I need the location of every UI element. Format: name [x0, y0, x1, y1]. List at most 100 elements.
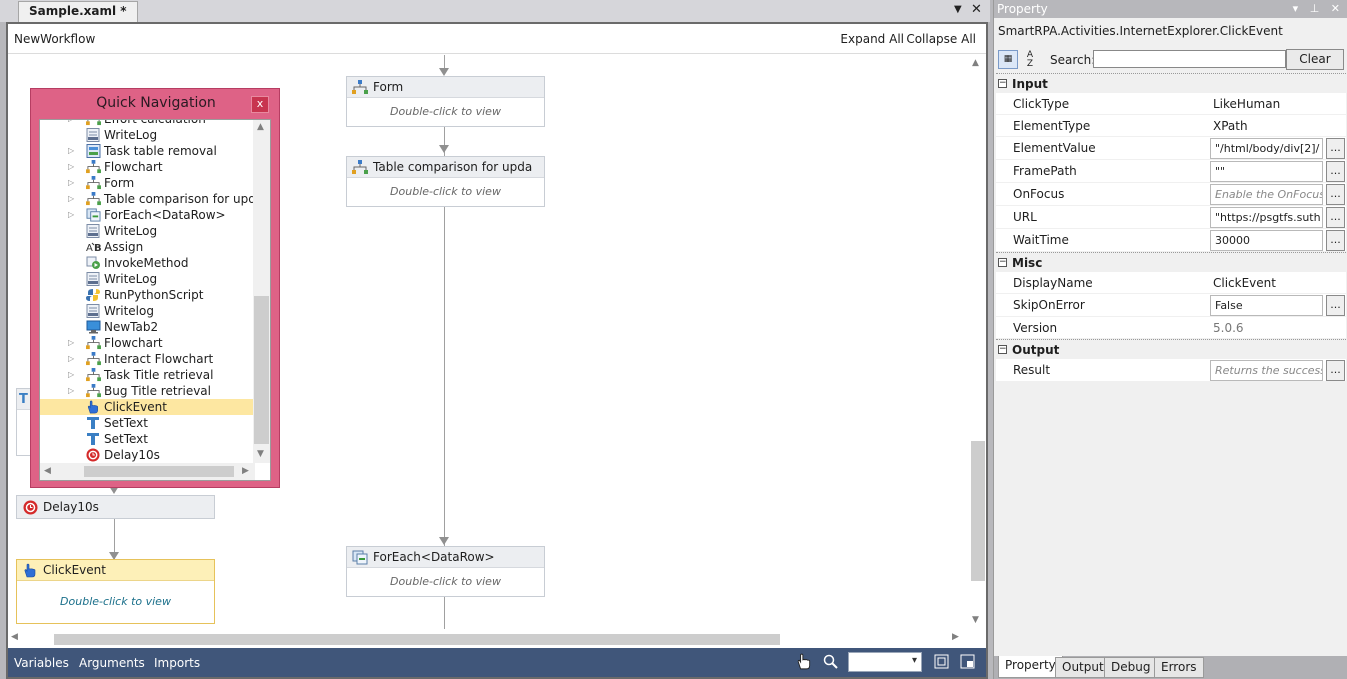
categorized-view-icon[interactable]: ▦ [998, 50, 1018, 69]
arguments-tab[interactable]: Arguments [79, 656, 145, 670]
category-output[interactable]: − Output [996, 339, 1346, 359]
expand-arrow-icon[interactable]: ▷ [68, 386, 75, 395]
quick-nav-item[interactable]: WriteLog [40, 127, 254, 143]
scroll-up-icon[interactable]: ▲ [972, 58, 979, 68]
canvas-horizontal-scrollbar[interactable]: ◀ ▶ [8, 629, 968, 646]
quick-nav-item[interactable]: InvokeMethod [40, 255, 254, 271]
prop-row-skiponerror[interactable]: SkipOnError False ... [996, 294, 1346, 317]
collapse-icon[interactable]: − [998, 344, 1007, 354]
category-misc[interactable]: − Misc [996, 252, 1346, 272]
prop-row-waittime[interactable]: WaitTime 30000 ... [996, 229, 1346, 252]
quick-nav-item[interactable]: ▷Flowchart [40, 159, 254, 175]
skip-on-error-ellipsis-button[interactable]: ... [1326, 295, 1345, 316]
activity-clickevent[interactable]: ClickEvent Double-click to view [16, 559, 215, 624]
quick-nav-item[interactable]: ▷Task Title retrieval [40, 367, 254, 383]
collapse-icon[interactable]: − [998, 78, 1007, 88]
clear-search-button[interactable]: Clear [1286, 49, 1344, 70]
expand-arrow-icon[interactable]: ▷ [68, 194, 75, 203]
activity-delay10s[interactable]: Delay10s [16, 495, 215, 519]
quick-nav-item[interactable]: Writelog [40, 303, 254, 319]
overview-map-icon[interactable] [960, 654, 975, 672]
element-value-ellipsis-button[interactable]: ... [1326, 138, 1345, 159]
property-search-input[interactable] [1093, 50, 1286, 68]
url-input[interactable]: "https://psgtfs.suth [1210, 207, 1323, 228]
quick-navigation-panel[interactable]: Quick Navigation x ▷Effort calculationWr… [30, 88, 280, 488]
prop-value[interactable]: XPath [1213, 119, 1248, 133]
quick-nav-item[interactable]: ▷Effort calculation [40, 120, 254, 127]
expand-arrow-icon[interactable]: ▷ [68, 146, 75, 155]
quick-navigation-horizontal-scrollbar[interactable]: ◀ ▶ [40, 463, 255, 480]
quick-nav-item[interactable]: SetText [40, 415, 254, 431]
expand-arrow-icon[interactable]: ▷ [68, 354, 75, 363]
prop-row-onfocus[interactable]: OnFocus Enable the OnFocus ... [996, 183, 1346, 206]
expand-arrow-icon[interactable]: ▷ [68, 120, 74, 127]
prop-value[interactable]: LikeHuman [1213, 97, 1281, 111]
quick-nav-item[interactable]: ▷ForEach<DataRow> [40, 207, 254, 223]
designer-canvas[interactable]: T Form Double-click to view [8, 55, 986, 629]
activity-form[interactable]: Form Double-click to view [346, 76, 545, 127]
prop-row-result[interactable]: Result Returns the success ... [996, 359, 1346, 382]
panel-window-controls[interactable]: ▾ ⊥ ✕ [1292, 2, 1344, 15]
quick-nav-item[interactable]: SetText [40, 431, 254, 447]
zoom-level-select[interactable]: ▾ [848, 652, 922, 672]
result-ellipsis-button[interactable]: ... [1326, 360, 1345, 381]
quick-nav-item[interactable]: ▷Bug Title retrieval [40, 383, 254, 399]
quick-nav-item[interactable]: ▷Flowchart [40, 335, 254, 351]
category-input[interactable]: − Input [996, 73, 1346, 93]
scroll-down-icon[interactable]: ▼ [257, 449, 264, 459]
scroll-left-icon[interactable]: ◀ [11, 632, 18, 642]
imports-tab[interactable]: Imports [154, 656, 201, 670]
scroll-right-icon[interactable]: ▶ [242, 466, 249, 476]
collapse-all-button[interactable]: Collapse All [906, 32, 976, 46]
fit-to-screen-icon[interactable] [934, 654, 949, 672]
expand-arrow-icon[interactable]: ▷ [68, 338, 75, 347]
quick-nav-item[interactable]: WriteLog [40, 223, 254, 239]
prop-row-framepath[interactable]: FramePath "" ... [996, 160, 1346, 183]
quick-navigation-close-button[interactable]: x [251, 96, 269, 113]
variables-tab[interactable]: Variables [14, 656, 69, 670]
wait-time-input[interactable]: 30000 [1210, 230, 1323, 251]
canvas-vertical-scroll-thumb[interactable] [971, 441, 985, 581]
workflow-breadcrumb[interactable]: NewWorkflow [14, 32, 96, 46]
quick-nav-item[interactable]: NewTab2 [40, 319, 254, 335]
quick-navigation-hscroll-thumb[interactable] [84, 466, 234, 477]
tab-property[interactable]: Property [998, 656, 1063, 678]
prop-row-url[interactable]: URL "https://psgtfs.suth ... [996, 206, 1346, 229]
url-ellipsis-button[interactable]: ... [1326, 207, 1345, 228]
quick-nav-item[interactable]: RunPythonScript [40, 287, 254, 303]
quick-nav-item[interactable]: ClickEvent [40, 399, 254, 415]
element-value-input[interactable]: "/html/body/div[2]/ [1210, 138, 1323, 159]
expand-arrow-icon[interactable]: ▷ [68, 162, 75, 171]
zoom-magnifier-icon[interactable] [823, 654, 838, 672]
scroll-right-icon[interactable]: ▶ [952, 632, 959, 642]
activity-table-comparison[interactable]: Table comparison for upda Double-click t… [346, 156, 545, 207]
quick-navigation-scroll-thumb[interactable] [254, 296, 269, 444]
prop-row-displayname[interactable]: DisplayName ClickEvent [996, 272, 1346, 294]
document-tab-sample-xaml[interactable]: Sample.xaml * [18, 1, 138, 22]
close-document-icon[interactable]: ✕ [971, 2, 982, 17]
tab-errors[interactable]: Errors [1154, 657, 1204, 678]
pan-hand-icon[interactable] [796, 653, 812, 673]
quick-navigation-vertical-scrollbar[interactable]: ▲ ▼ [253, 120, 270, 463]
result-input[interactable]: Returns the success [1210, 360, 1323, 381]
skip-on-error-input[interactable]: False [1210, 295, 1323, 316]
quick-nav-item[interactable]: Delay10s [40, 447, 254, 463]
expand-arrow-icon[interactable]: ▷ [68, 370, 75, 379]
collapse-icon[interactable]: − [998, 257, 1007, 267]
quick-nav-item[interactable]: ▷Table comparison for upd... [40, 191, 267, 207]
expand-arrow-icon[interactable]: ▷ [68, 178, 75, 187]
quick-nav-item[interactable]: ▷Interact Flowchart [40, 351, 254, 367]
scroll-up-icon[interactable]: ▲ [257, 122, 264, 132]
tab-dropdown-icon[interactable]: ▼ [954, 4, 962, 15]
canvas-vertical-scrollbar[interactable]: ▲ ▼ [967, 55, 985, 629]
on-focus-ellipsis-button[interactable]: ... [1326, 184, 1345, 205]
frame-path-ellipsis-button[interactable]: ... [1326, 161, 1345, 182]
expand-all-button[interactable]: Expand All [840, 32, 904, 46]
activity-foreach-datarow[interactable]: ForEach<DataRow> Double-click to view [346, 546, 545, 597]
tab-debug[interactable]: Debug [1104, 657, 1158, 678]
frame-path-input[interactable]: "" [1210, 161, 1323, 182]
quick-nav-item[interactable]: WriteLog [40, 271, 254, 287]
tab-output[interactable]: Output [1055, 657, 1111, 678]
canvas-horizontal-scroll-thumb[interactable] [54, 634, 780, 645]
